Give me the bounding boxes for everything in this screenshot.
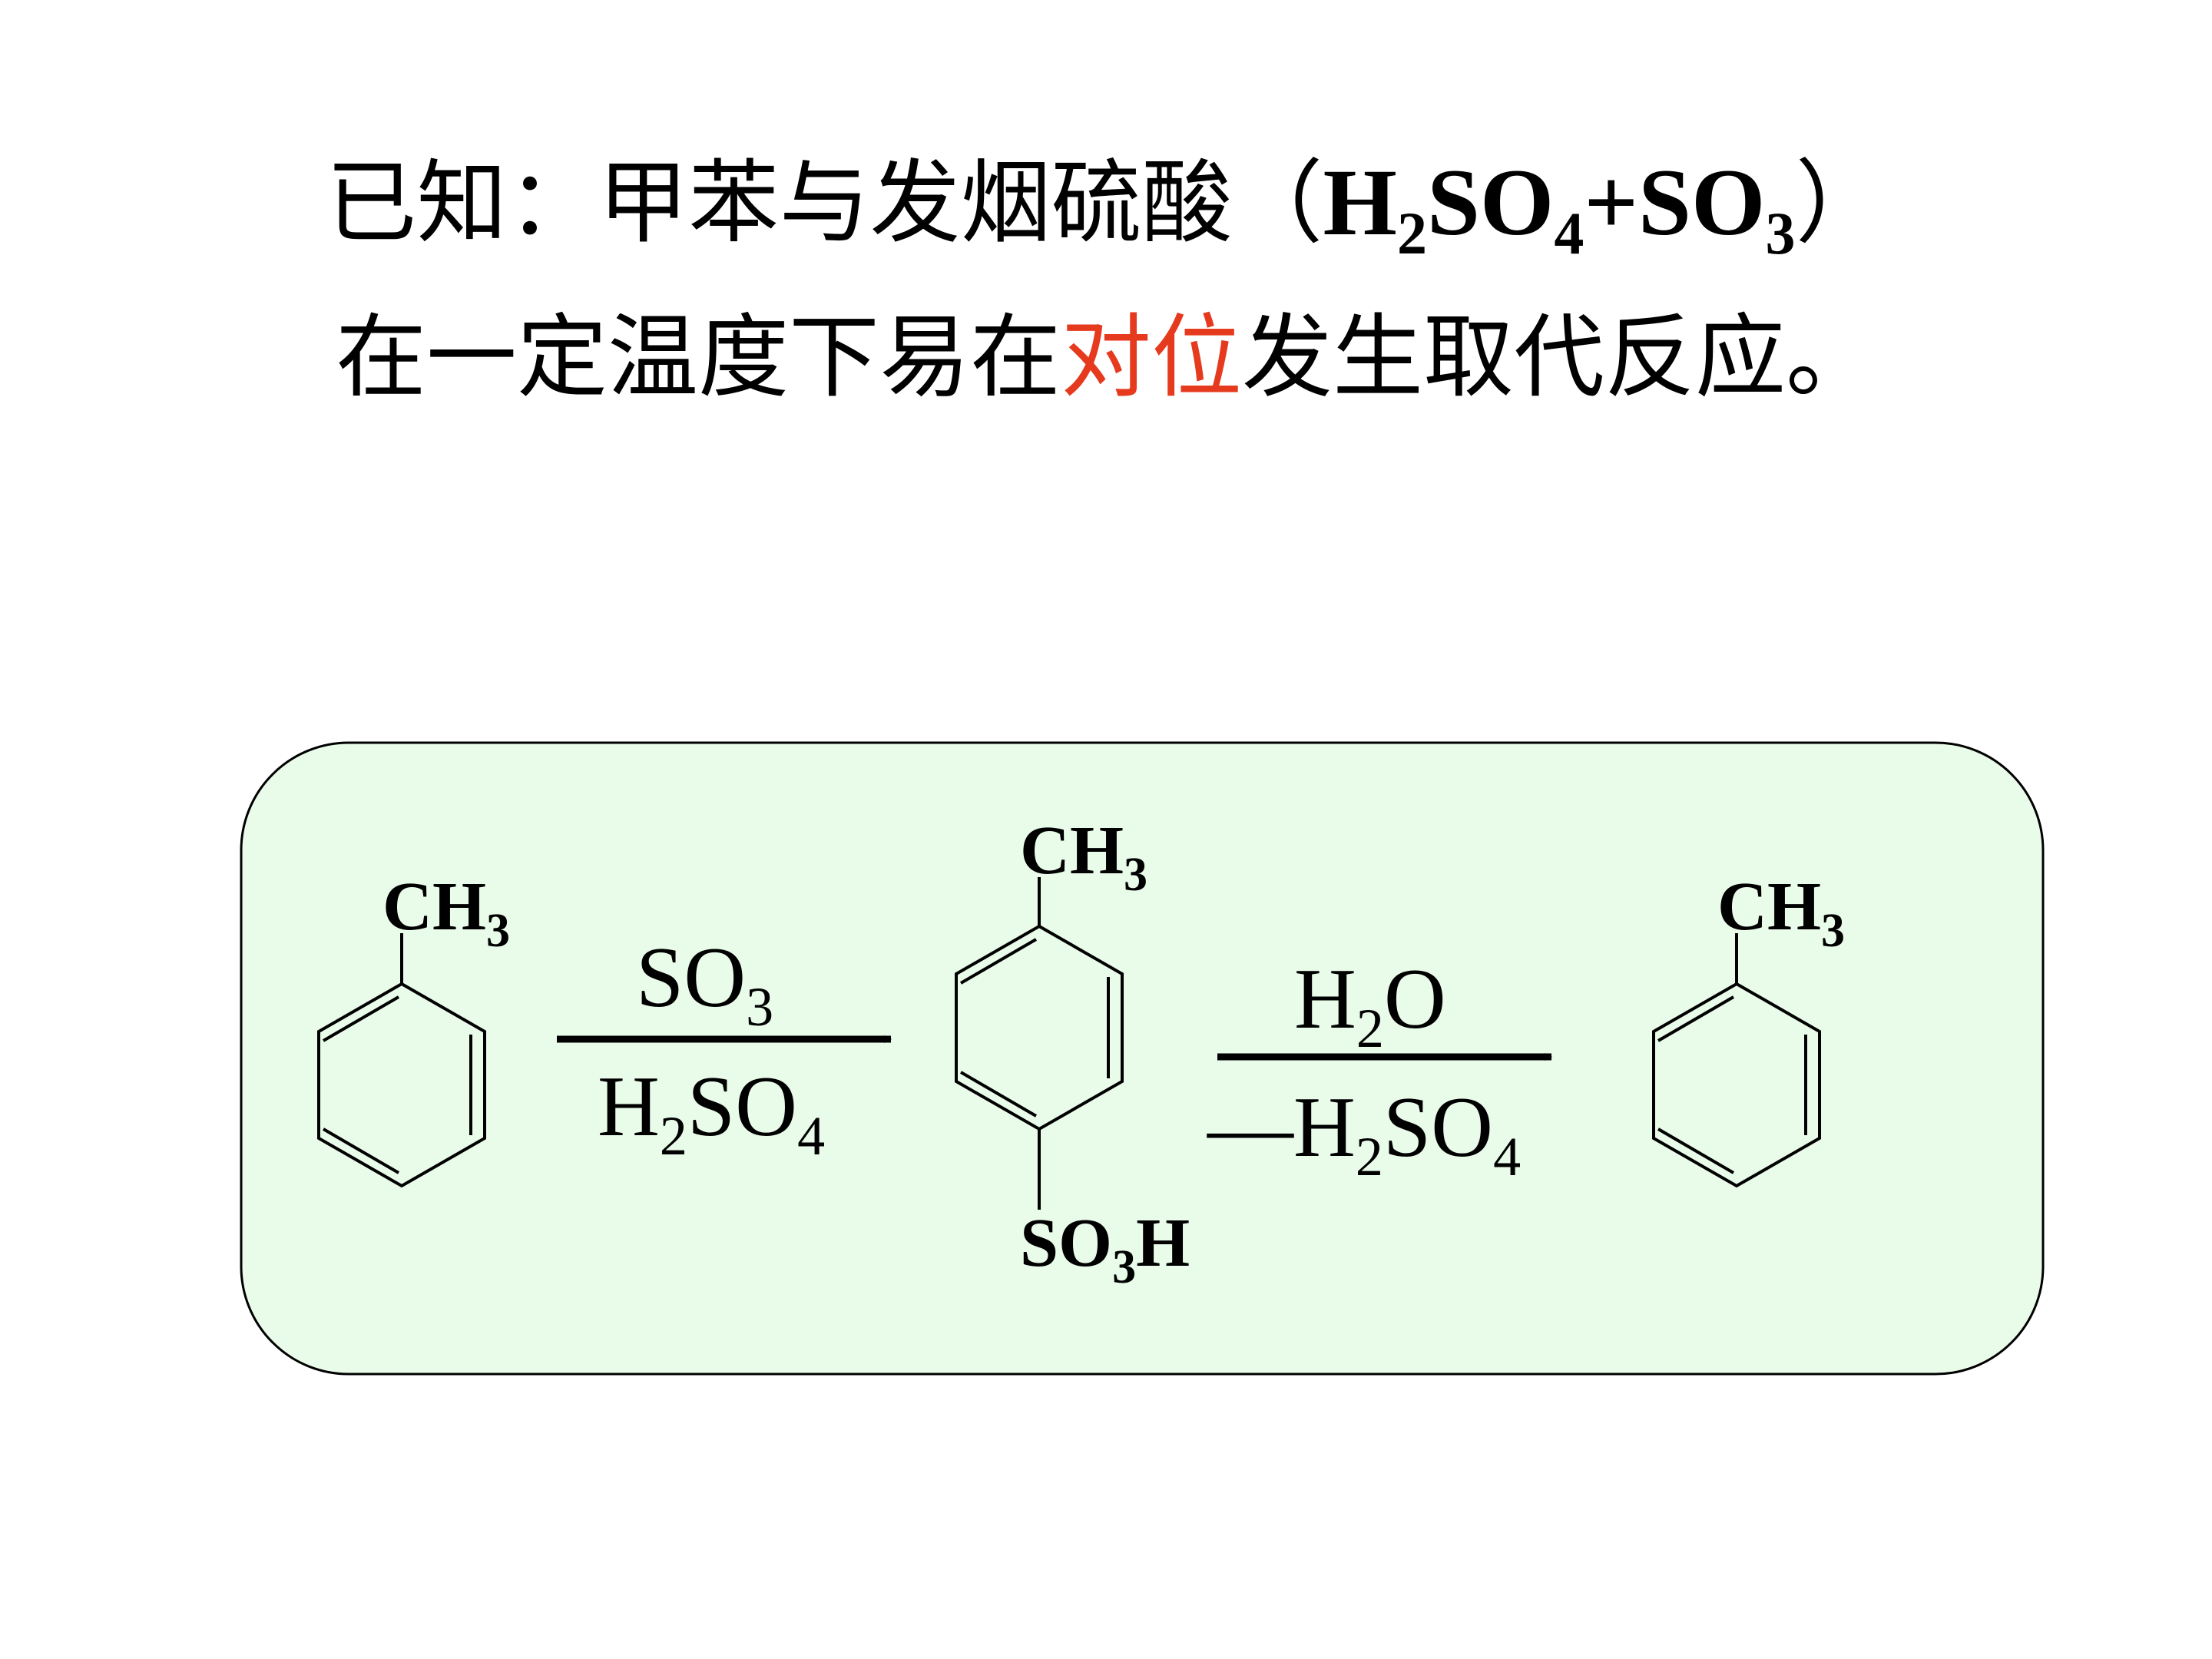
toluene-product	[1652, 933, 1821, 1188]
intro-line-1: 已知：甲苯与发烟硫酸（H2SO4+SO3）	[0, 146, 2212, 263]
reagent-h2so4: H2SO4	[598, 1059, 825, 1167]
double-bond	[322, 1128, 400, 1174]
formula-plus-so: +SO	[1584, 150, 1766, 255]
methyl-label: CH3	[1717, 869, 1845, 957]
intro-line-2-after: 发生取代反应。	[1242, 304, 1877, 410]
double-bond	[1657, 1128, 1735, 1174]
intro-line-1-text: 已知：甲苯与发烟硫酸（	[326, 150, 1323, 256]
formula-sub-3: 3	[1765, 199, 1796, 267]
benzene-ring	[1652, 982, 1821, 1188]
double-bond	[959, 938, 1038, 985]
double-bond	[1657, 995, 1735, 1042]
intro-line-1-close: ）	[1795, 150, 1886, 256]
methyl-label: CH3	[382, 869, 510, 957]
double-bond	[322, 995, 400, 1042]
toluene-reactant	[317, 933, 486, 1188]
benzene-ring	[317, 982, 486, 1188]
methyl-label: CH3	[1020, 813, 1147, 901]
byproduct-h2so4: —H2SO4	[1207, 1080, 1521, 1187]
para-position-highlight: 对位	[1060, 304, 1242, 410]
formula-sub-4: 4	[1554, 199, 1584, 267]
formula-sub-2: 2	[1396, 199, 1427, 267]
p-toluenesulfonic-acid	[955, 877, 1124, 1210]
reagent-so3: SO3	[636, 930, 773, 1038]
intro-line-2-before: 在一定温度下易在	[335, 304, 1061, 410]
reaction-box	[240, 741, 2045, 1376]
formula-h: H	[1323, 150, 1397, 255]
fuming-sulfuric-acid-formula: H2SO4+SO3	[1323, 150, 1796, 263]
reagent-h2o: H2O	[1294, 952, 1446, 1059]
sulfonic-acid-label: SO3H	[1020, 1205, 1190, 1293]
intro-line-2: 在一定温度下易在对位发生取代反应。	[0, 303, 2212, 412]
double-bond	[959, 1071, 1038, 1118]
formula-so: SO	[1426, 150, 1555, 255]
